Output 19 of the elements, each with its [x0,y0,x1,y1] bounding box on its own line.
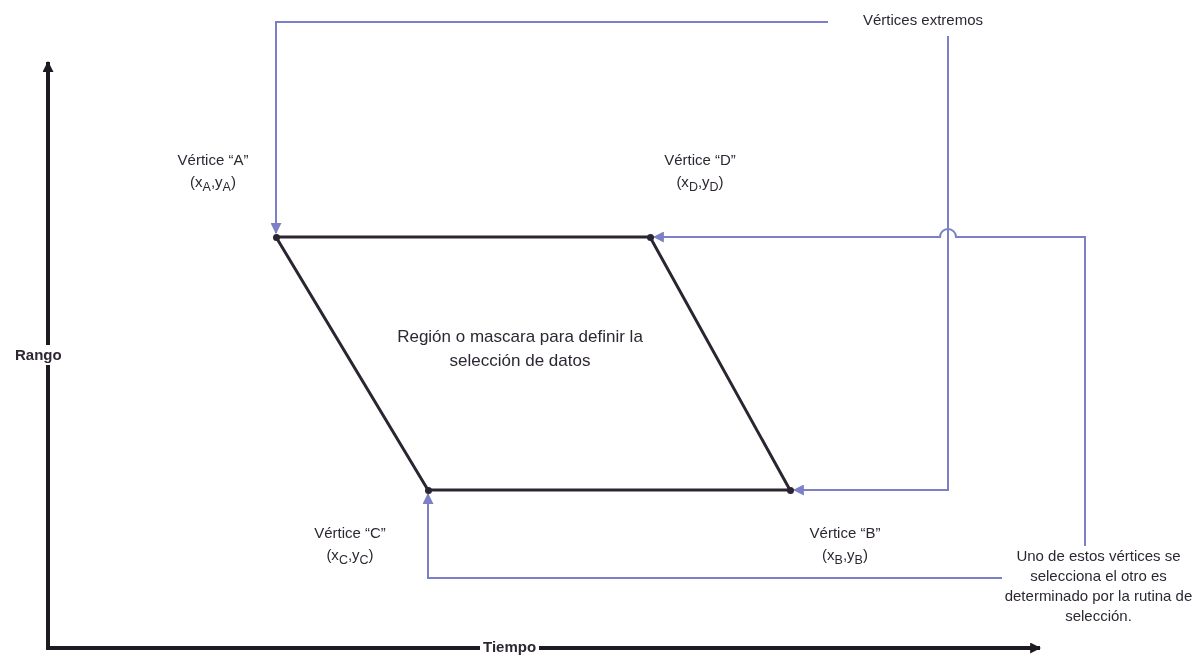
vertex-label: Vértice “A” [176,150,250,170]
callout-text: Vértices extremos [828,10,1018,36]
vertex-label: Vértice “C” [313,523,387,543]
coordinate-label: (x$_{C}$,y$_{C}$) [325,545,375,569]
leader-line [792,35,949,496]
coordinate-label: (x$_{B}$,y$_{B}$) [821,545,869,569]
vertex-point [646,233,654,241]
vertex-point [786,486,794,494]
vertex-point [424,486,432,494]
callout-text: Uno de estos vértices se selecciona el otro es determinado por la rutina de selección. [1002,546,1195,656]
vertex-label: Vértice “B” [808,523,882,543]
vertex-label: Vértice “D” [663,150,737,170]
parallelogram-region [273,234,793,493]
coordinate-label: (x$_{A}$,y$_{A}$) [189,172,237,196]
leader-line [422,492,1003,579]
coordinate-label: (x$_{D}$,y$_{D}$) [675,172,725,196]
region-label: Región o mascara para definir la selección de datos [396,326,644,372]
leader-line [652,228,1086,547]
leader-line [270,21,829,235]
